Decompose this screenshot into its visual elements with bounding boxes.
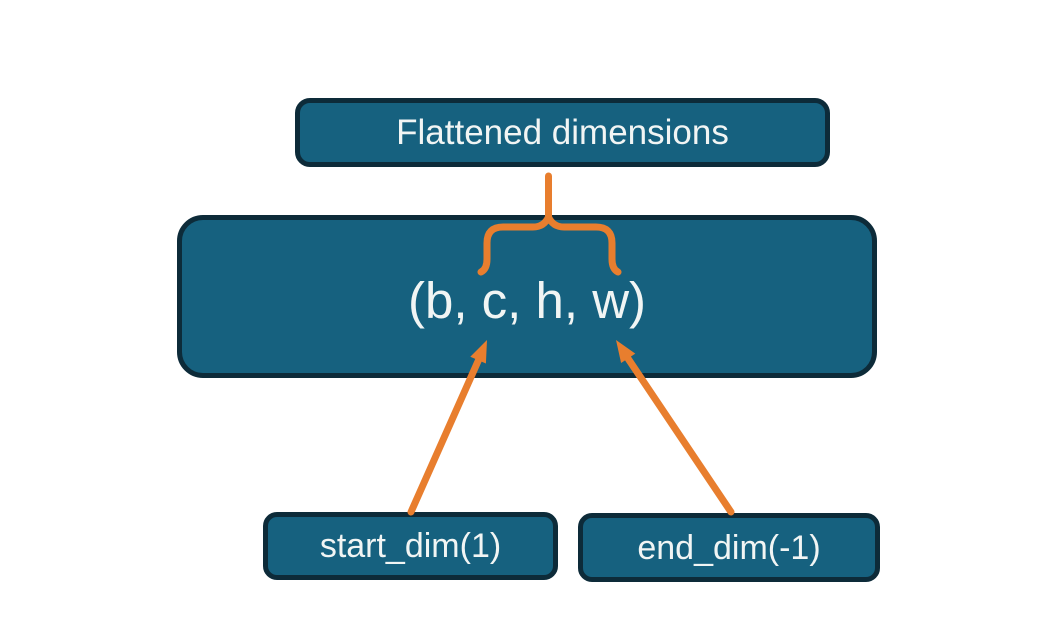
start-dim-label: start_dim(1) bbox=[319, 527, 502, 565]
end-dim-label: end_dim(-1) bbox=[637, 528, 821, 567]
tensor-shape-label: (b, c, h, w) bbox=[407, 272, 647, 329]
flattened-dimensions-label: Flattened dimensions bbox=[396, 113, 729, 152]
end-dim-box: end_dim(-1) bbox=[578, 513, 880, 582]
start-dim-box: start_dim(1) bbox=[263, 512, 558, 580]
tensor-shape-box: (b, c, h, w) bbox=[177, 215, 877, 378]
flattened-dimensions-box: Flattened dimensions bbox=[295, 98, 830, 167]
